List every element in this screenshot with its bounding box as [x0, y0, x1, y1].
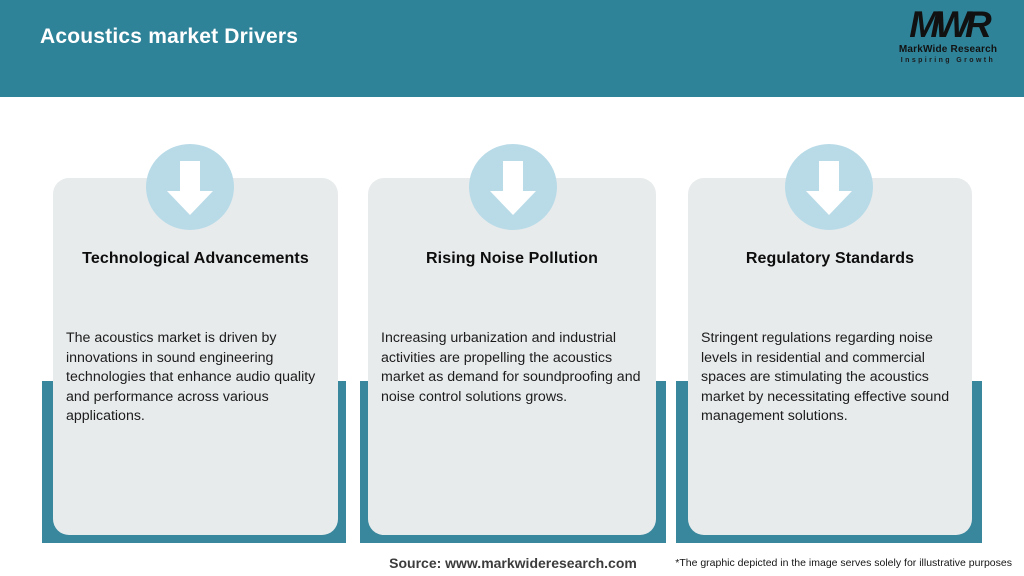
- header-bar: Acoustics market Drivers MWR MarkWide Re…: [0, 0, 1024, 97]
- circle-badge: [469, 144, 557, 230]
- driver-card-technological-advancements: Technological Advancements The acoustics…: [53, 178, 338, 535]
- circle-badge: [785, 144, 873, 230]
- source-text: Source: www.markwideresearch.com: [389, 555, 637, 571]
- down-arrow-icon: [490, 161, 536, 215]
- logo-name: MarkWide Research: [898, 44, 998, 55]
- markwide-research-logo: MWR MarkWide Research Inspiring Growth: [888, 4, 1008, 65]
- down-arrow-icon: [806, 161, 852, 215]
- driver-card-rising-noise-pollution: Rising Noise Pollution Increasing urbani…: [368, 178, 656, 535]
- card-description: Stringent regulations regarding noise le…: [701, 330, 950, 424]
- card-description: The acoustics market is driven by innova…: [66, 330, 316, 424]
- logo-monogram: MWR: [909, 4, 991, 45]
- logo-tagline: Inspiring Growth: [900, 57, 996, 64]
- down-arrow-icon: [167, 161, 213, 215]
- card-title: Technological Advancements: [82, 250, 309, 267]
- driver-card-regulatory-standards: Regulatory Standards Stringent regulatio…: [688, 178, 972, 535]
- card-title: Rising Noise Pollution: [426, 250, 598, 267]
- card-description: Increasing urbanization and industrial a…: [381, 330, 641, 405]
- page-title: Acoustics market Drivers: [40, 25, 299, 48]
- circle-badge: [146, 144, 234, 230]
- disclaimer-text: *The graphic depicted in the image serve…: [675, 557, 1012, 569]
- card-title: Regulatory Standards: [745, 250, 915, 267]
